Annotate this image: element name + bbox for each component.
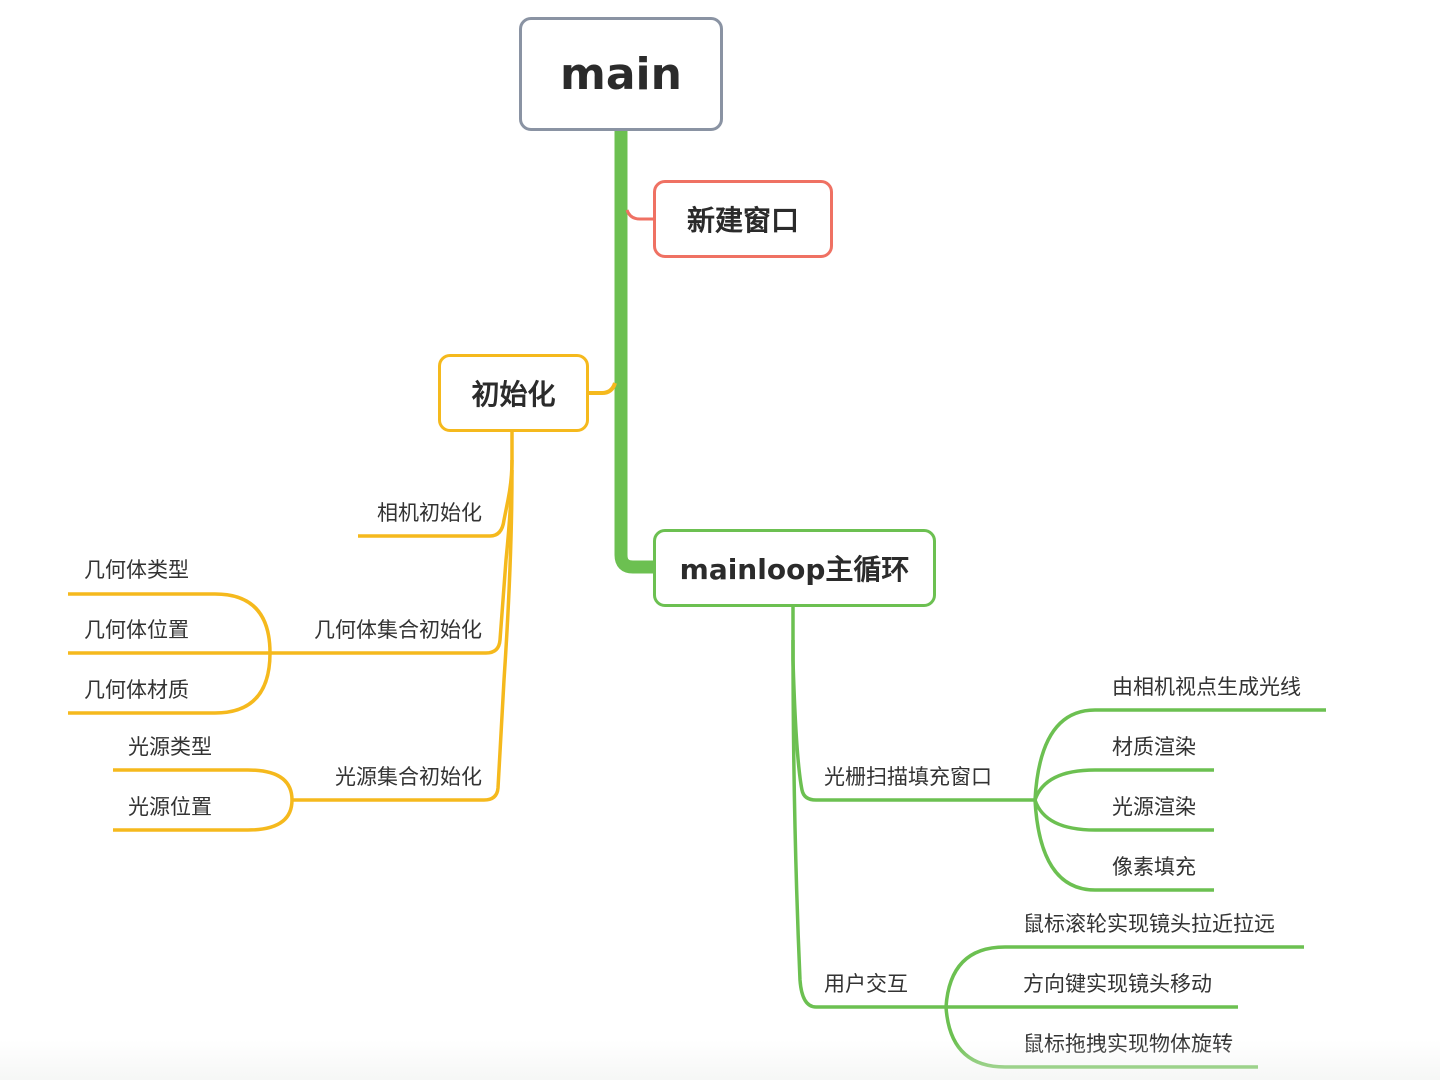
node-lights-init[interactable]: 光源集合初始化 [335,765,482,789]
node-mainloop-label: mainloop主循环 [679,553,910,586]
node-raster-fill[interactable]: 光栅扫描填充窗口 [824,765,992,789]
node-material-render[interactable]: 材质渲染 [1112,735,1196,759]
init-subtree-lines [68,432,514,832]
root-label: main [560,48,682,100]
node-arrow-move[interactable]: 方向键实现镜头移动 [1023,972,1212,996]
node-geometry-material[interactable]: 几何体材质 [84,678,189,702]
node-geometry-position[interactable]: 几何体位置 [84,618,189,642]
node-geometry-init[interactable]: 几何体集合初始化 [314,618,482,642]
bottom-fade [0,1040,1440,1080]
node-pixel-fill[interactable]: 像素填充 [1112,855,1196,879]
node-mainloop[interactable]: mainloop主循环 [653,529,936,607]
node-light-render[interactable]: 光源渲染 [1112,795,1196,819]
node-init-label: 初始化 [471,378,556,411]
window-connector [625,209,653,221]
spine-line [614,124,660,574]
init-connector [589,382,617,395]
node-new-window[interactable]: 新建窗口 [653,180,833,258]
node-light-type[interactable]: 光源类型 [128,735,212,759]
node-camera-init[interactable]: 相机初始化 [377,501,482,525]
node-wheel-zoom[interactable]: 鼠标滚轮实现镜头拉近拉远 [1023,912,1275,936]
node-geometry-type[interactable]: 几何体类型 [84,558,189,582]
node-generate-rays[interactable]: 由相机视点生成光线 [1112,675,1301,699]
node-user-interaction[interactable]: 用户交互 [824,972,908,996]
mainloop-subtree-lines [791,607,1326,1069]
node-new-window-label: 新建窗口 [686,204,799,237]
node-light-position[interactable]: 光源位置 [128,795,212,819]
root-node-main[interactable]: main [519,17,723,131]
node-init[interactable]: 初始化 [438,354,589,432]
